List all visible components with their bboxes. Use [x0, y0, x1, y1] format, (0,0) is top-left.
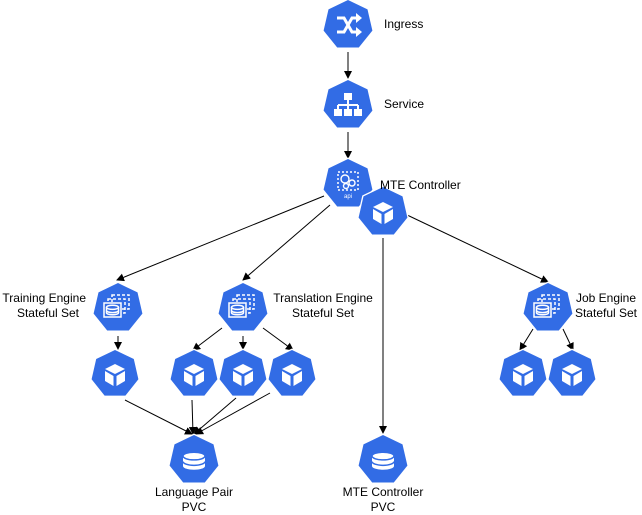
ingress-label: Ingress [384, 17, 423, 31]
pvc-icon [182, 451, 206, 470]
node-job-pod-2[interactable] [547, 348, 597, 398]
mte-controller-label: MTE Controller [380, 178, 461, 192]
language-pair-pvc-label-line1: Language Pair [155, 485, 233, 499]
node-training-engine[interactable] [92, 281, 144, 332]
translation-engine-label-line1: Translation Engine [273, 291, 373, 305]
edge-job-engine-to-job-pod-1 [519, 328, 534, 351]
job-engine-label-line1: Job Engine [576, 291, 636, 305]
pod-icon [233, 364, 253, 386]
edge-translation-engine-to-translation-pod-3 [262, 327, 294, 351]
edge-api-to-translation-engine [242, 204, 331, 281]
pod-icon [373, 202, 393, 224]
pod-icon [562, 364, 582, 386]
edge-translation-pod-1-to-language-pair-pvc [188, 399, 197, 435]
training-engine-label-line2: Stateful Set [17, 306, 80, 320]
node-translation-pod-1[interactable] [169, 348, 219, 398]
edge-translation-pod-3-to-language-pair-pvc [195, 392, 271, 435]
service-label: Service [384, 97, 424, 111]
nodes: api [90, 0, 597, 484]
node-translation-pod-2[interactable] [218, 348, 268, 398]
node-service[interactable] [322, 78, 374, 129]
edge-training-pod-to-language-pair-pvc [124, 399, 193, 435]
node-mte-controller[interactable] [357, 185, 409, 236]
edge-mte-controller-to-job-engine [404, 213, 549, 283]
statefulset-icon [103, 294, 130, 318]
pvc-icon [371, 451, 395, 470]
ingress-icon [337, 13, 362, 37]
pod-icon [184, 364, 204, 386]
node-language-pair-pvc[interactable] [168, 433, 220, 484]
node-translation-engine[interactable] [217, 281, 269, 332]
node-api[interactable]: api [322, 157, 374, 208]
edges [114, 52, 574, 435]
node-training-pod[interactable] [90, 348, 140, 398]
node-ingress[interactable] [322, 0, 374, 49]
language-pair-pvc-label-line2: PVC [182, 500, 207, 514]
pod-icon [105, 364, 125, 386]
node-job-pod-1[interactable] [498, 348, 548, 398]
node-mte-controller-pvc[interactable] [357, 433, 409, 484]
translation-engine-label-line2: Stateful Set [292, 306, 355, 320]
node-shape [323, 159, 373, 207]
api-icon: api [337, 171, 359, 200]
mte-controller-pvc-label-line2: PVC [371, 500, 396, 514]
service-icon [334, 93, 362, 116]
pod-icon [513, 364, 533, 386]
node-translation-pod-3[interactable] [267, 348, 317, 398]
node-job-engine[interactable] [522, 281, 574, 332]
job-engine-label-line2: Stateful Set [575, 306, 638, 320]
pod-icon [282, 364, 302, 386]
edge-api-to-training-engine [116, 195, 325, 282]
mte-controller-pvc-label-line1: MTE Controller [343, 485, 424, 499]
statefulset-icon [228, 294, 255, 318]
edge-translation-pod-2-to-language-pair-pvc [193, 397, 237, 435]
edge-job-engine-to-job-pod-2 [562, 328, 574, 351]
training-engine-label-line1: Training Engine [2, 291, 86, 305]
api-sub-label: api [344, 194, 352, 200]
statefulset-icon [533, 294, 560, 318]
edge-translation-engine-to-translation-pod-1 [192, 327, 223, 351]
